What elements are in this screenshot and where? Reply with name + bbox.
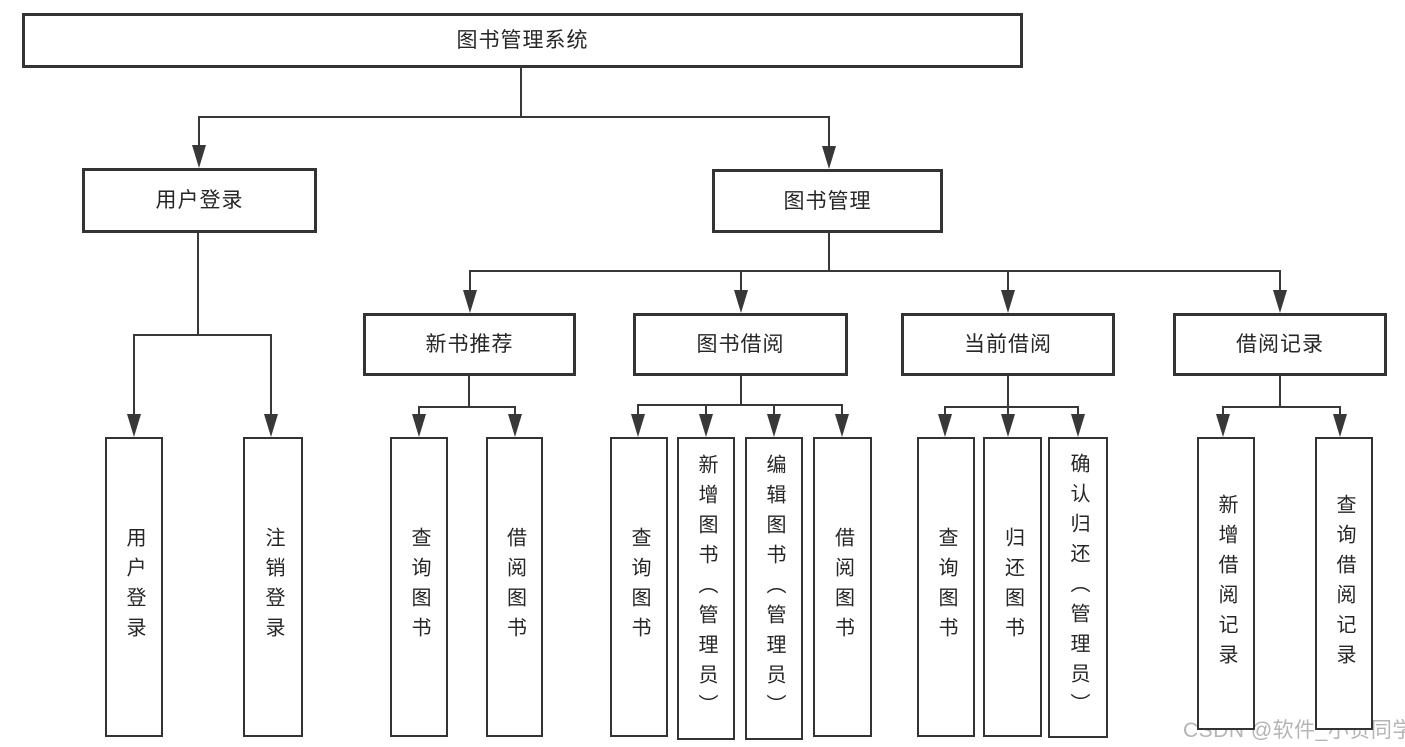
- node-leaf-logout: 注销登录: [243, 437, 303, 737]
- connector-line: [133, 334, 272, 336]
- arrowhead-down-icon: [631, 414, 645, 437]
- arrowhead-down-icon: [1273, 290, 1287, 313]
- connector-line: [197, 233, 199, 335]
- node-leaf-login: 用户登录: [105, 437, 163, 737]
- node-user-login: 用户登录: [82, 168, 317, 233]
- connector-line: [468, 376, 470, 408]
- connector-line: [418, 406, 516, 408]
- connector-line: [1007, 271, 1009, 293]
- arrowhead-down-icon: [1216, 414, 1230, 437]
- connector-line: [198, 116, 830, 118]
- arrowhead-down-icon: [1001, 414, 1015, 437]
- connector-line: [828, 117, 830, 152]
- connector-line: [944, 406, 1079, 408]
- arrowhead-down-icon: [1071, 414, 1085, 437]
- node-leaf-bb-query: 查询图书: [610, 437, 668, 737]
- arrowhead-down-icon: [734, 290, 748, 313]
- arrowhead-down-icon: [1001, 290, 1015, 313]
- node-book-mgmt: 图书管理: [712, 169, 943, 233]
- connector-line: [520, 68, 522, 118]
- connector-line: [1279, 271, 1281, 293]
- connector-line: [514, 407, 516, 417]
- node-leaf-br-query: 查询借阅记录: [1315, 437, 1373, 730]
- arrowhead-down-icon: [508, 414, 522, 437]
- arrowhead-down-icon: [699, 414, 713, 437]
- node-leaf-bb-edit: 编辑图书（管理员）: [745, 437, 803, 740]
- connector-line: [1222, 406, 1341, 408]
- arrowhead-down-icon: [412, 414, 426, 437]
- connector-line: [740, 376, 742, 406]
- node-borrow-records: 借阅记录: [1173, 313, 1387, 376]
- node-root: 图书管理系统: [22, 13, 1023, 68]
- connector-line: [198, 117, 200, 151]
- connector-line: [1077, 407, 1079, 417]
- connector-line: [705, 405, 707, 417]
- connector-line: [418, 407, 420, 417]
- node-leaf-bb-add: 新增图书（管理员）: [677, 437, 735, 740]
- connector-line: [1007, 407, 1009, 417]
- node-leaf-br-add: 新增借阅记录: [1197, 437, 1255, 730]
- connector-line: [1279, 376, 1281, 408]
- connector-line: [1222, 407, 1224, 417]
- connector-line: [469, 271, 471, 293]
- arrowhead-down-icon: [127, 414, 141, 437]
- node-leaf-cb-confirm: 确认归还（管理员）: [1048, 437, 1108, 738]
- connector-line: [944, 407, 946, 417]
- arrowhead-down-icon: [463, 290, 477, 313]
- connector-line: [637, 405, 639, 417]
- arrowhead-down-icon: [835, 414, 849, 437]
- arrowhead-down-icon: [1333, 414, 1347, 437]
- node-new-book-rec: 新书推荐: [363, 313, 576, 376]
- node-current-borrow: 当前借阅: [901, 313, 1115, 376]
- node-leaf-nb-borrow: 借阅图书: [486, 437, 543, 737]
- node-leaf-cb-query: 查询图书: [917, 437, 975, 737]
- connector-line: [828, 233, 830, 272]
- connector-line: [469, 270, 1281, 272]
- node-leaf-bb-borrow: 借阅图书: [813, 437, 872, 737]
- connector-line: [1007, 376, 1009, 408]
- connector-line: [773, 405, 775, 417]
- connector-line: [637, 404, 843, 406]
- node-leaf-cb-return: 归还图书: [983, 437, 1042, 737]
- connector-line: [133, 335, 135, 419]
- arrowhead-down-icon: [192, 145, 206, 168]
- connector-line: [270, 335, 272, 419]
- arrowhead-down-icon: [938, 414, 952, 437]
- arrowhead-down-icon: [264, 414, 278, 437]
- node-leaf-nb-query: 查询图书: [390, 437, 448, 737]
- connector-line: [841, 405, 843, 417]
- arrowhead-down-icon: [822, 146, 836, 169]
- connector-line: [1339, 407, 1341, 417]
- connector-line: [740, 271, 742, 293]
- arrowhead-down-icon: [767, 414, 781, 437]
- node-book-borrow: 图书借阅: [633, 313, 848, 376]
